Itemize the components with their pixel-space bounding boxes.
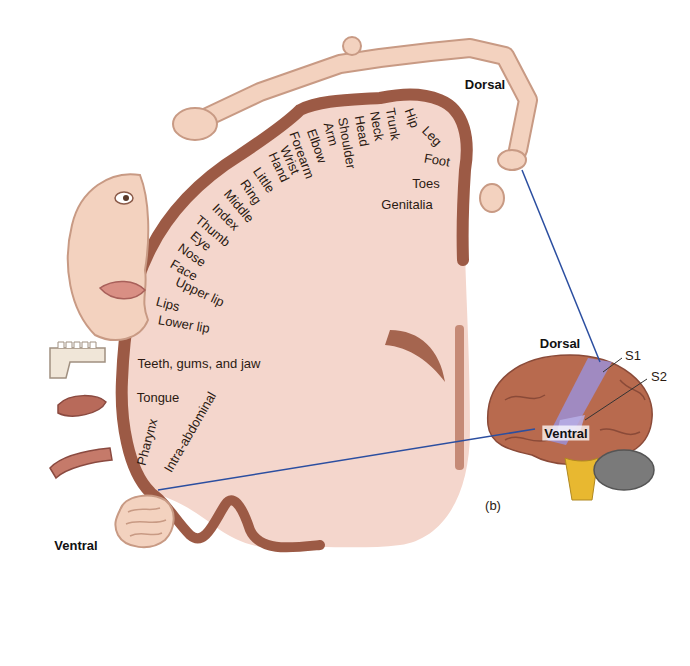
area-label: S1	[625, 348, 641, 363]
body-part-label: Teeth, gums, and jaw	[138, 356, 261, 371]
intra-abdominal-symbol	[115, 496, 173, 547]
homunculus-lips	[100, 281, 145, 298]
homunculus-foot	[498, 150, 526, 170]
body-part-label: Upper lip	[173, 274, 226, 310]
homunculus-limb-outline	[205, 48, 528, 150]
projection-line	[522, 170, 600, 362]
intra-abdominal-folds	[126, 508, 166, 536]
panel-label: (b)	[485, 498, 501, 513]
body-part-label: Hip	[402, 106, 423, 129]
homunculus-toes	[480, 184, 504, 212]
homunculus-pupil	[123, 195, 129, 201]
body-part-label: Tongue	[137, 390, 180, 405]
body-part-label: Foot	[423, 150, 451, 169]
body-part-label: Genitalia	[381, 197, 432, 212]
body-part-label: Lower lip	[157, 312, 211, 336]
cortex-band	[122, 95, 467, 493]
brain-section	[122, 95, 470, 549]
body-part-label: Lips	[155, 294, 182, 315]
body-part-label: Pharynx	[134, 417, 161, 467]
orientation-label: Dorsal	[540, 336, 580, 351]
leader-line	[585, 379, 647, 420]
teeth-symbol	[58, 342, 96, 348]
homunculus-limb	[205, 48, 528, 150]
homunculus-face	[68, 174, 148, 340]
jaw-symbol	[50, 348, 105, 378]
orientation-label: Ventral	[542, 426, 589, 441]
cortex-fold	[150, 492, 320, 547]
body-part-label: Leg	[419, 123, 445, 149]
leader-line	[603, 358, 622, 372]
cerebellum	[594, 450, 654, 490]
homunculus-hand	[173, 108, 217, 140]
homunculus-head	[343, 37, 361, 55]
cerebrum	[488, 355, 652, 464]
tongue-symbol	[58, 396, 106, 416]
projection-line	[158, 429, 535, 490]
inner-fold	[385, 330, 445, 382]
brainstem	[565, 458, 598, 500]
pharynx-symbol	[50, 448, 112, 478]
orientation-label: Ventral	[54, 538, 97, 553]
body-part-label: Toes	[412, 176, 439, 191]
orientation-label: Dorsal	[465, 77, 505, 92]
area-label: S2	[651, 369, 667, 384]
inner-band	[455, 325, 464, 470]
homunculus-eye	[115, 192, 133, 204]
